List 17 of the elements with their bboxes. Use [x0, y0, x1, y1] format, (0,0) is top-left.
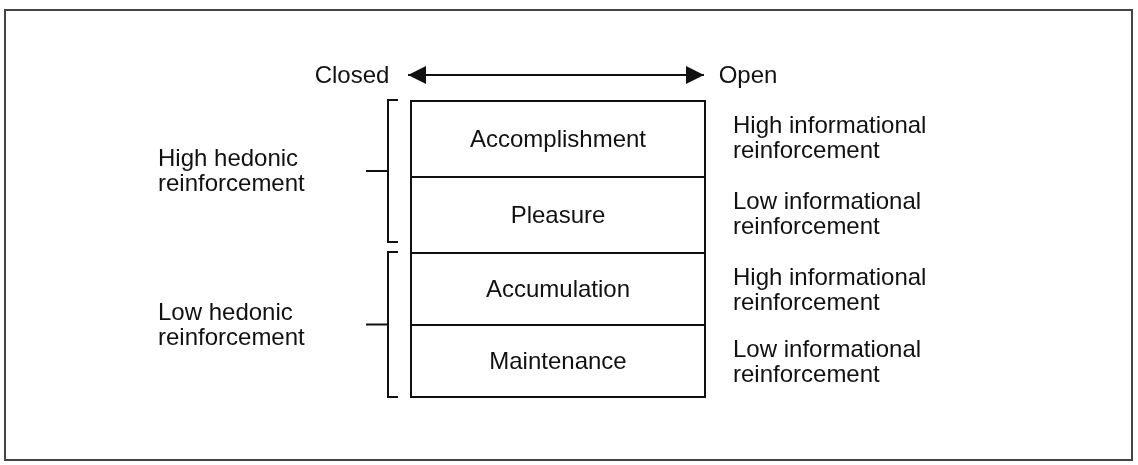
axis-label: Open: [718, 61, 778, 89]
table-row-box: [410, 176, 706, 254]
row-note: High informational reinforcement: [733, 264, 928, 314]
table-row-box: [410, 324, 706, 398]
category-label: Accomplishment: [469, 125, 647, 153]
table-row-box: [410, 252, 706, 326]
row-note: Low informational reinforcement: [733, 188, 923, 238]
double-arrow: [407, 66, 705, 84]
row-note: High informational reinforcement: [733, 112, 928, 162]
row-note: Low informational reinforcement: [733, 336, 923, 386]
category-label: Maintenance: [489, 347, 627, 375]
group-label: High hedonic reinforcement: [158, 145, 306, 195]
table-row-box: [410, 100, 706, 178]
axis-label: Closed: [314, 61, 390, 89]
category-label: Pleasure: [510, 201, 606, 229]
group-label: Low hedonic reinforcement: [158, 298, 306, 349]
category-label: Accumulation: [485, 275, 631, 303]
